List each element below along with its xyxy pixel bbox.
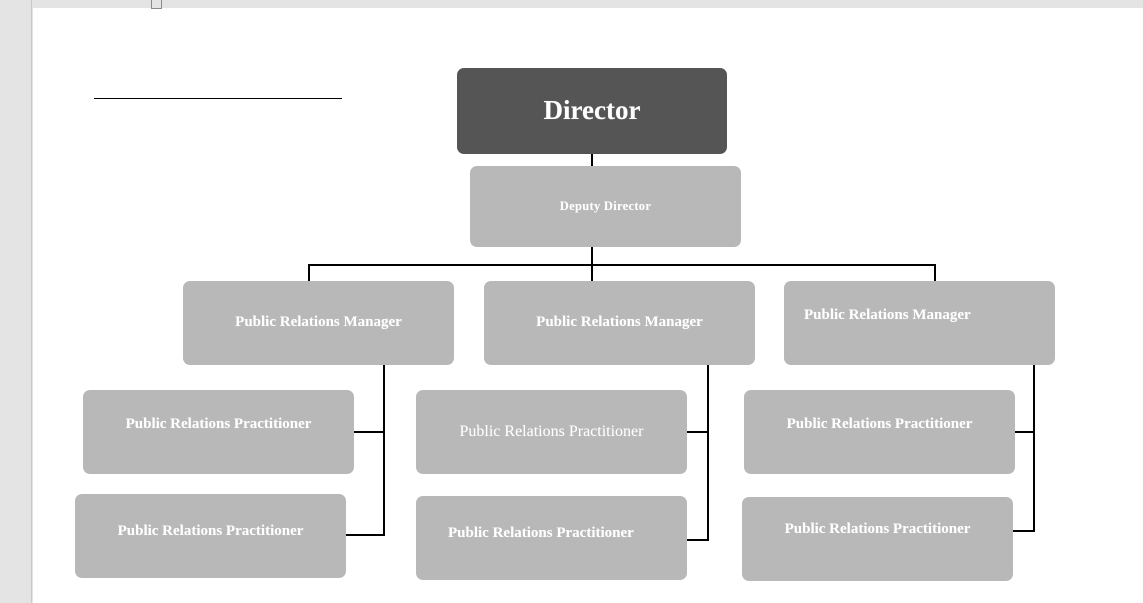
- org-node-label: Public Relations Manager: [536, 314, 703, 331]
- connector-manager-2-spine: [707, 364, 709, 541]
- org-node-deputy-director[interactable]: Deputy Director: [470, 166, 741, 247]
- org-node-label: Public Relations Practitioner: [786, 416, 973, 433]
- org-node-label: Public Relations Manager: [804, 307, 971, 324]
- top-ruler-strip: [32, 0, 1143, 9]
- org-node-practitioner-3b[interactable]: Public Relations Practitioner: [742, 497, 1013, 581]
- org-node-label: Public Relations Practitioner: [125, 416, 312, 433]
- connector-manager-1-to-practitioner-b: [345, 534, 385, 536]
- org-node-manager-1[interactable]: Public Relations Manager: [183, 281, 454, 365]
- org-node-manager-3[interactable]: Public Relations Manager: [784, 281, 1055, 365]
- connector-bus-to-manager-3: [934, 264, 936, 284]
- connector-manager-2-to-practitioner-a: [687, 431, 709, 433]
- org-node-practitioner-1a[interactable]: Public Relations Practitioner: [83, 390, 354, 474]
- org-node-label: Director: [543, 95, 641, 126]
- connector-manager-3-spine: [1033, 364, 1035, 532]
- connector-manager-2-to-practitioner-b: [686, 539, 709, 541]
- org-node-label: Public Relations Practitioner: [448, 525, 634, 542]
- org-node-practitioner-2b[interactable]: Public Relations Practitioner: [416, 496, 687, 580]
- tab-stop-marker-icon[interactable]: [151, 0, 162, 9]
- connector-manager-1-spine: [383, 364, 385, 536]
- connector-manager-bus: [308, 264, 936, 266]
- header-divider-rule: [94, 98, 342, 99]
- org-node-practitioner-1b[interactable]: Public Relations Practitioner: [75, 494, 346, 578]
- connector-manager-3-to-practitioner-a: [1014, 431, 1035, 433]
- org-node-director[interactable]: Director: [457, 68, 727, 154]
- org-node-label: Public Relations Practitioner: [117, 523, 304, 540]
- org-node-label: Public Relations Practitioner: [784, 521, 971, 538]
- org-node-practitioner-3a[interactable]: Public Relations Practitioner: [744, 390, 1015, 474]
- org-node-practitioner-2a[interactable]: Public Relations Practitioner: [416, 390, 687, 474]
- org-node-label: Public Relations Practitioner: [459, 422, 644, 440]
- org-node-manager-2[interactable]: Public Relations Manager: [484, 281, 755, 365]
- connector-manager-3-to-practitioner-b: [1012, 530, 1035, 532]
- connector-director-deputy: [591, 154, 593, 166]
- org-node-label: Deputy Director: [559, 199, 652, 214]
- left-margin-strip: [0, 0, 32, 603]
- org-node-label: Public Relations Manager: [235, 314, 402, 331]
- connector-bus-to-manager-1: [308, 264, 310, 284]
- connector-manager-1-to-practitioner-a: [353, 431, 385, 433]
